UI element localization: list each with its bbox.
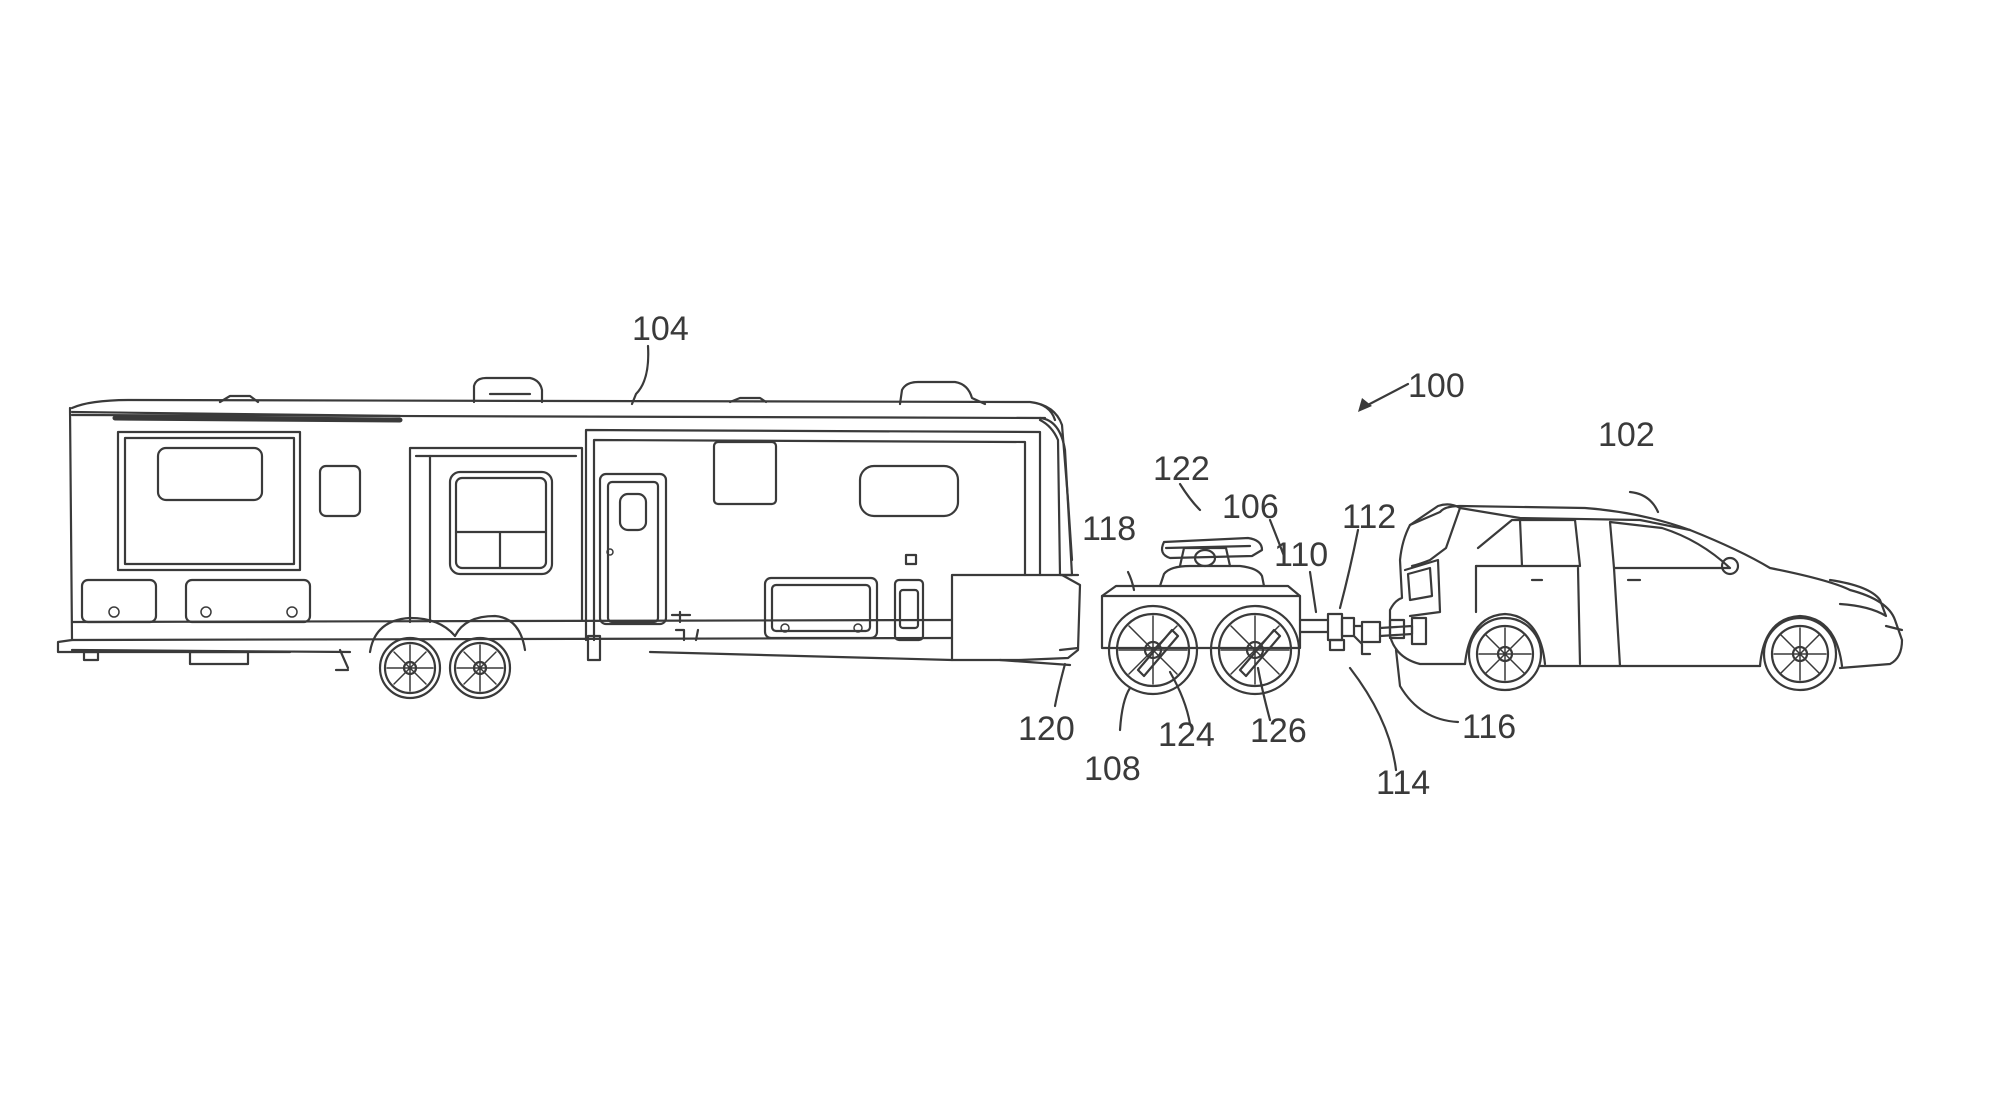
- trailer-wheel-rear: [448, 636, 512, 700]
- label-116: 116: [1462, 708, 1516, 746]
- label-110: 110: [1274, 536, 1328, 574]
- label-122: 122: [1153, 450, 1210, 488]
- label-100: 100: [1408, 367, 1465, 405]
- reference-numerals: 104 100 102 122 106 118 110 112 120 124 …: [632, 310, 1655, 802]
- dolly-wheel-rear: [1209, 604, 1301, 696]
- label-124: 124: [1158, 716, 1215, 754]
- leader-lines: [630, 344, 1660, 772]
- label-108: 108: [1084, 750, 1141, 788]
- label-102: 102: [1598, 416, 1655, 454]
- dolly: [1100, 536, 1364, 696]
- label-104: 104: [632, 310, 689, 348]
- label-112: 112: [1342, 498, 1396, 536]
- tow-vehicle: [1388, 503, 1904, 692]
- car-wheel-front: [1762, 616, 1838, 692]
- dolly-wheel-front: [1107, 604, 1199, 696]
- label-106: 106: [1222, 488, 1279, 526]
- label-126: 126: [1250, 712, 1307, 750]
- label-114: 114: [1376, 764, 1430, 802]
- hitch-assembly: [1352, 616, 1428, 656]
- car-wheel-rear: [1467, 616, 1543, 692]
- trailer-wheel-front: [378, 636, 442, 700]
- fifth-wheel-trailer: [56, 376, 1082, 700]
- label-118: 118: [1082, 510, 1136, 548]
- label-120: 120: [1018, 710, 1075, 748]
